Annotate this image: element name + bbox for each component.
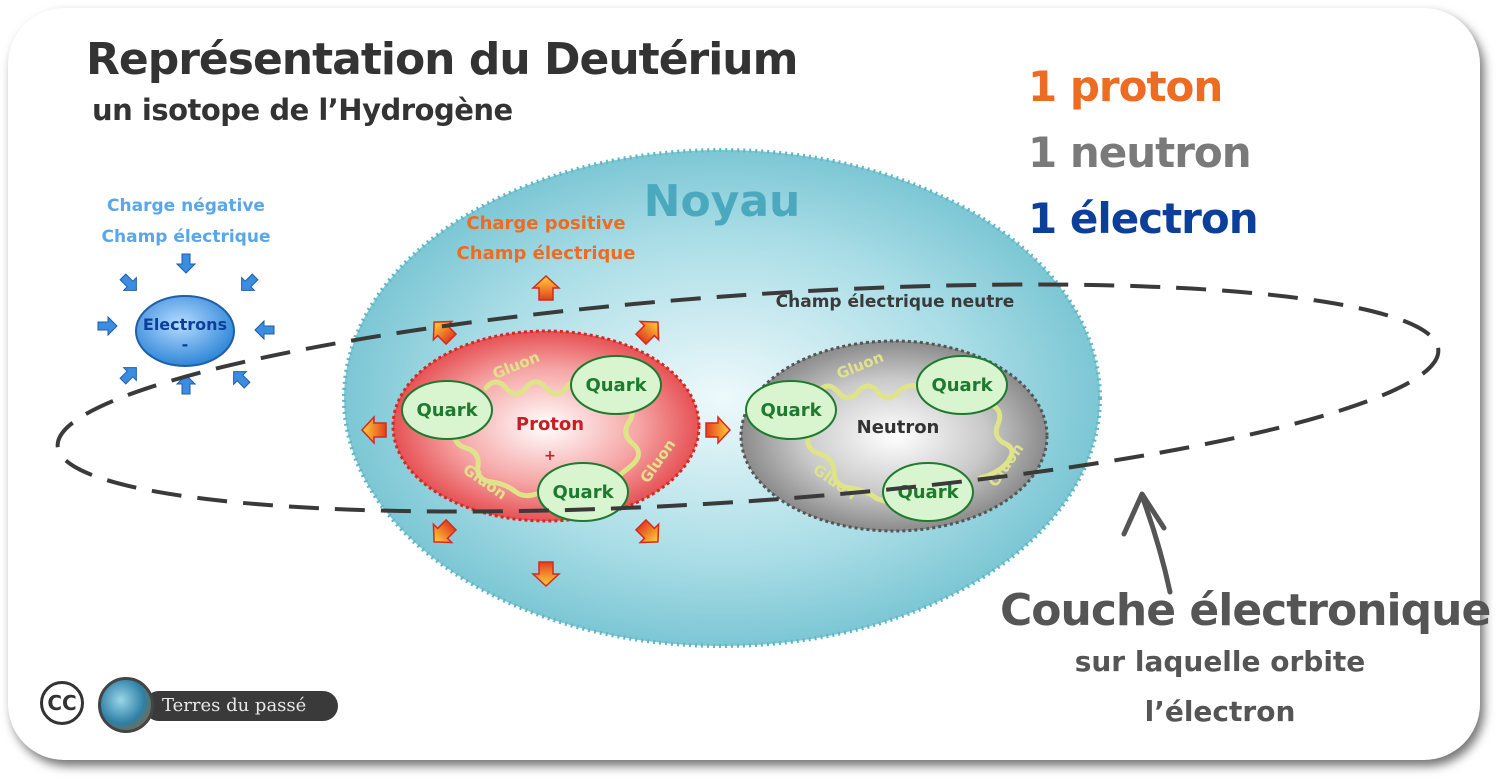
proton-label: Proton bbox=[516, 414, 584, 435]
neutron-quark: Quark bbox=[882, 462, 974, 522]
shell-pointer-arrow bbox=[1121, 491, 1173, 595]
proton-quark: Quark bbox=[570, 355, 662, 415]
creative-commons-icon: CC bbox=[40, 681, 84, 725]
neutron-quark: Quark bbox=[916, 355, 1008, 415]
arrow-icon bbox=[432, 518, 458, 544]
arrow-icon bbox=[360, 415, 387, 445]
svg-text:Quark: Quark bbox=[897, 482, 959, 503]
shell-title: Couche électronique bbox=[1000, 585, 1491, 636]
diagram-title: Représentation du Deutérium bbox=[86, 34, 798, 85]
arrow-icon bbox=[705, 415, 732, 445]
proton-field-label: Champ électrique bbox=[457, 243, 636, 264]
electron-ellipse bbox=[135, 295, 235, 367]
arrow-icon bbox=[233, 371, 251, 389]
legend-electron: 1 électron bbox=[1028, 194, 1259, 243]
proton-field-arrows bbox=[360, 274, 732, 588]
legend-proton: 1 proton bbox=[1028, 62, 1223, 111]
electron-shell-orbit bbox=[55, 282, 1441, 514]
proton-sign: + bbox=[544, 448, 556, 464]
arrow-icon bbox=[634, 320, 660, 346]
gluon-line bbox=[805, 433, 899, 505]
arrow-icon bbox=[175, 253, 197, 274]
arrow-icon bbox=[119, 367, 137, 385]
gluon-line bbox=[452, 427, 539, 499]
proton-charge-label: Charge positive bbox=[466, 213, 625, 234]
arrow-icon bbox=[531, 274, 561, 301]
credit-name: Terres du passé bbox=[144, 691, 338, 721]
neutron-field-label: Champ électrique neutre bbox=[776, 292, 1015, 312]
shell-description-line1: sur laquelle orbite bbox=[1074, 645, 1366, 678]
electron-charge-label: Charge négative bbox=[107, 196, 265, 216]
globe-logo-icon bbox=[98, 677, 154, 733]
neutron-gluon-links bbox=[805, 383, 1015, 505]
svg-text:Quark: Quark bbox=[931, 375, 993, 396]
gluon-line bbox=[977, 401, 1015, 481]
neutron-quark: Quark bbox=[745, 380, 837, 440]
gluon-line bbox=[608, 397, 641, 485]
svg-text:Quark: Quark bbox=[585, 375, 647, 396]
gluon-line bbox=[815, 383, 921, 401]
svg-text:Quark: Quark bbox=[760, 400, 822, 421]
gluon-line bbox=[483, 379, 581, 397]
electron-label: Electrons bbox=[143, 315, 227, 334]
svg-text:Quark: Quark bbox=[552, 482, 614, 503]
proton-quark: Quark bbox=[401, 380, 493, 440]
legend-neutron: 1 neutron bbox=[1028, 128, 1252, 177]
electron-sign: - bbox=[182, 335, 189, 354]
proton-quark: Quark bbox=[537, 462, 629, 522]
arrow-icon bbox=[634, 518, 660, 544]
arrow-icon bbox=[531, 561, 561, 588]
svg-text:Quark: Quark bbox=[416, 400, 478, 421]
arrow-icon bbox=[254, 319, 275, 341]
arrow-icon bbox=[241, 273, 259, 291]
electron-field-label: Champ électrique bbox=[102, 227, 271, 247]
diagram-subtitle: un isotope de l’Hydrogène bbox=[92, 93, 513, 127]
arrow-icon bbox=[432, 320, 458, 346]
shell-description-line2: l’électron bbox=[1144, 695, 1296, 728]
neutron-label: Neutron bbox=[857, 417, 940, 438]
arrow-icon bbox=[97, 315, 118, 337]
proton-gluon-links bbox=[452, 379, 641, 499]
arrow-icon bbox=[119, 273, 137, 291]
nucleus-label: Noyau bbox=[644, 176, 801, 227]
credit-badge: CC Terres du passé bbox=[40, 677, 340, 733]
